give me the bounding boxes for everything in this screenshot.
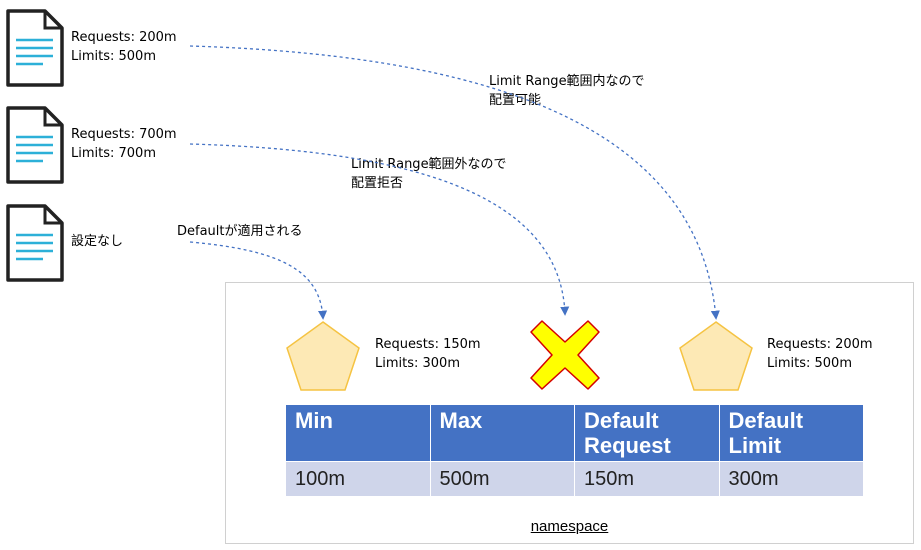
value-default-limit: 300m [718,461,864,497]
outside-range-annotation: Limit Range範囲外なので 配置拒否 [351,155,507,193]
header-default-request-line2: Request [584,433,671,458]
document-icon [6,204,64,282]
request-1-requests: Requests: 200m [71,30,177,45]
request-3-text: 設定なし [71,234,124,249]
within-range-arrow [189,45,720,320]
request-2-requests: Requests: 700m [71,127,177,142]
namespace-box [225,282,914,544]
request-2-text: Requests: 700m Limits: 700m [71,125,177,163]
table-row: 100m 500m 150m 300m [285,461,864,497]
within-range-line1: Limit Range範囲内なので [489,74,645,89]
reject-x-icon [530,320,600,390]
value-default-request: 150m [574,461,720,497]
within-range-line2: 配置可能 [489,93,542,108]
request-1-text: Requests: 200m Limits: 500m [71,28,177,66]
default-applied-annotation: Defaultが適用される [177,224,303,239]
document-icon [6,9,64,87]
outside-range-arrow [189,143,570,316]
header-default-request-line1: Default [584,408,659,433]
header-default-limit-line2: Limit [728,433,782,458]
namespace-label: namespace [530,518,609,535]
pentagon-pod-icon [286,321,360,391]
header-max: Max [429,404,575,462]
document-icon [6,106,64,184]
default-applied-arrow [189,241,328,320]
pod-1-requests: Requests: 150m [375,337,481,352]
pod-2-limits: Limits: 500m [767,356,852,371]
header-default-limit-line1: Default [728,408,804,433]
request-2-limits: Limits: 700m [71,146,156,161]
pentagon-pod-icon [679,321,753,391]
request-1-limits: Limits: 500m [71,49,156,64]
pod-2-requests: Requests: 200m [767,337,873,352]
pod-2-text: Requests: 200m Limits: 500m [767,335,873,373]
outside-range-line1: Limit Range範囲外なので [351,157,507,172]
header-max-label: Max [439,408,483,433]
header-min: Min [285,404,431,462]
within-range-annotation: Limit Range範囲内なので 配置可能 [489,72,645,110]
header-min-label: Min [295,408,333,433]
pod-1-text: Requests: 150m Limits: 300m [375,335,481,373]
value-max: 500m [429,461,575,497]
outside-range-line2: 配置拒否 [351,176,404,191]
value-min: 100m [285,461,431,497]
pod-1-limits: Limits: 300m [375,356,460,371]
